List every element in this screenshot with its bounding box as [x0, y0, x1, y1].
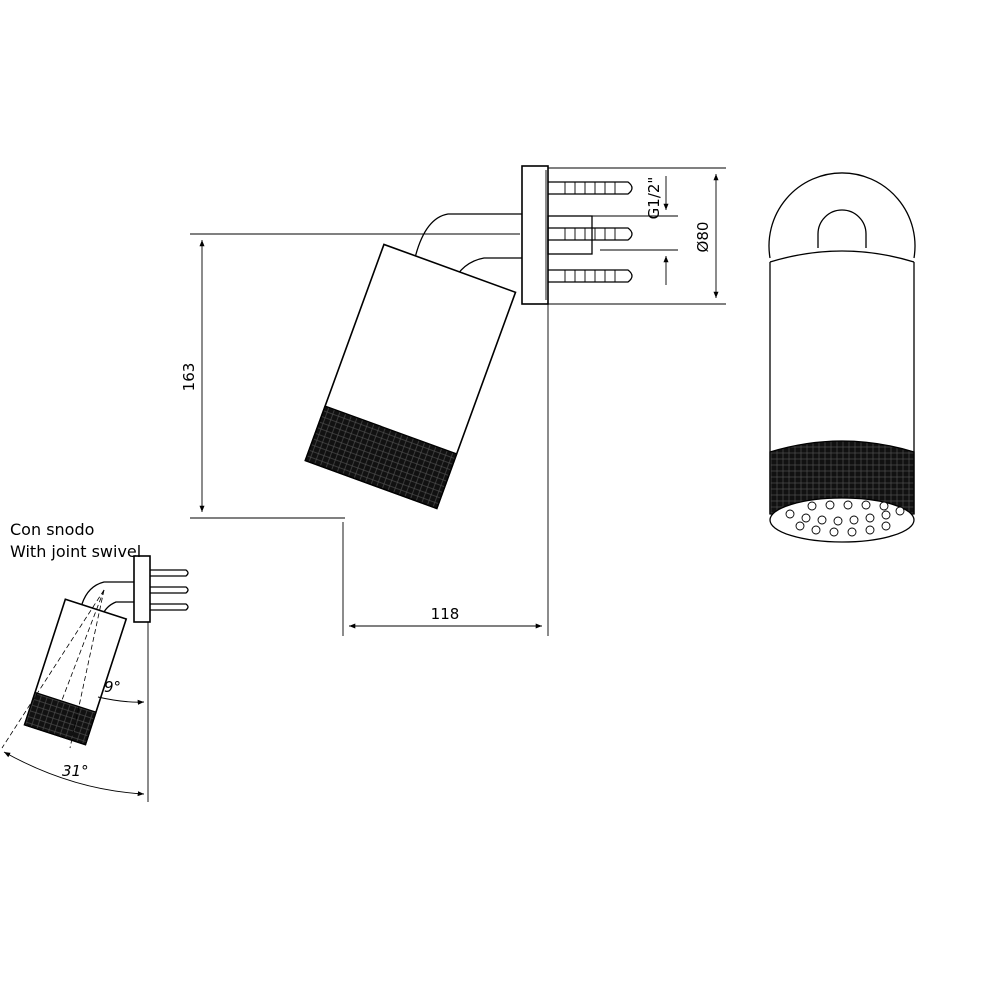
- side-view: 163 118 G1/2" Ø80: [180, 165, 726, 636]
- mounting-studs: [547, 181, 633, 283]
- dimension-thread-label: G1/2": [645, 177, 663, 220]
- swivel-view: 9° 31°: [1, 555, 189, 802]
- nozzle-pins: [785, 500, 905, 537]
- wall-flange: [768, 172, 916, 259]
- front-body: [769, 250, 915, 543]
- dimension-height-label: 163: [180, 363, 198, 392]
- shower-body: [304, 243, 517, 510]
- dimension-thread: G1/2": [592, 176, 678, 285]
- wall-plate: [521, 165, 549, 305]
- front-view: [768, 172, 916, 543]
- dimension-depth-label: 118: [431, 605, 460, 623]
- note-english: With joint swivel: [10, 542, 142, 561]
- swivel-wall-plate: [133, 555, 151, 623]
- swivel-studs: [150, 569, 189, 611]
- dimension-diameter: Ø80: [548, 167, 726, 305]
- arm-loop: [817, 209, 867, 248]
- dimension-height: 163: [180, 233, 520, 519]
- swivel-note: Con snodo With joint swivel: [10, 519, 141, 563]
- front-knurled-ring: [769, 440, 915, 515]
- swivel-body: [23, 598, 128, 746]
- dimension-depth: 118: [342, 304, 549, 636]
- dimension-diameter-label: Ø80: [694, 222, 712, 253]
- swivel-knurled-ring: [23, 691, 97, 746]
- swivel-angle-small-label: 9°: [104, 678, 121, 696]
- note-italian: Con snodo: [10, 520, 95, 539]
- knurled-nozzle-ring: [304, 405, 458, 510]
- swivel-angle-large-label: 31°: [62, 762, 89, 780]
